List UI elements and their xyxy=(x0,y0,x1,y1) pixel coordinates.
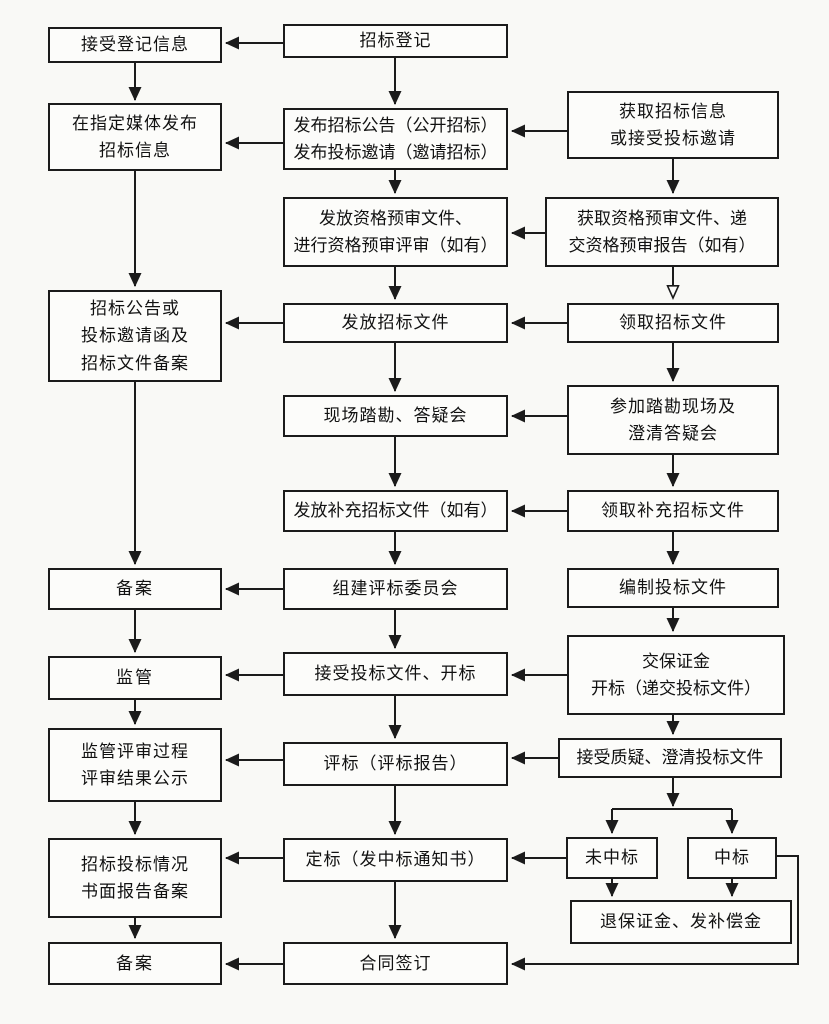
node-issue-tender-docs: 发放招标文件 xyxy=(283,303,508,343)
node-form-evaluation-committee: 组建评标委员会 xyxy=(283,568,508,610)
node-label: 交保证金 开标（递交投标文件） xyxy=(591,651,761,698)
node-label: 招标投标情况 书面报告备案 xyxy=(81,854,189,901)
node-announcement-filing: 招标公告或 投标邀请函及 招标文件备案 xyxy=(48,290,222,382)
node-obtain-prequalification: 获取资格预审文件、递 交资格预审报告（如有） xyxy=(545,197,779,267)
node-accept-bids-open: 接受投标文件、开标 xyxy=(283,652,508,696)
node-label: 在指定媒体发布 招标信息 xyxy=(72,113,198,160)
node-label: 领取补充招标文件 xyxy=(601,501,745,521)
node-award: 定标（发中标通知书） xyxy=(283,838,508,882)
node-obtain-tender-info: 获取招标信息 或接受投标邀请 xyxy=(567,91,779,159)
node-label: 接受投标文件、开标 xyxy=(314,664,477,684)
node-label: 合同签订 xyxy=(359,953,432,973)
node-issue-prequalification: 发放资格预审文件、 进行资格预审评审（如有） xyxy=(283,197,508,267)
node-tender-registration: 招标登记 xyxy=(283,24,508,58)
node-label: 编制投标文件 xyxy=(619,578,727,598)
node-site-survey-meeting: 现场踏勘、答疑会 xyxy=(283,395,508,437)
node-issue-supplementary-docs: 发放补充招标文件（如有） xyxy=(283,490,508,532)
node-label: 领取招标文件 xyxy=(619,313,727,333)
node-label: 备案 xyxy=(116,953,154,973)
node-winning: 中标 xyxy=(687,837,777,879)
node-label: 招标登记 xyxy=(359,31,432,51)
node-label: 发放资格预审文件、 进行资格预审评审（如有） xyxy=(293,208,498,255)
node-label: 接受登记信息 xyxy=(81,35,189,55)
edge-winning-to-contract xyxy=(511,855,799,971)
node-filing-2: 备案 xyxy=(48,942,222,985)
node-label: 中标 xyxy=(714,848,750,868)
node-written-report-filing: 招标投标情况 书面报告备案 xyxy=(48,838,222,918)
node-accept-registration-info: 接受登记信息 xyxy=(48,27,222,63)
node-prepare-bid-docs: 编制投标文件 xyxy=(567,568,779,608)
node-label: 组建评标委员会 xyxy=(332,579,459,599)
node-label: 参加踏勘现场及 澄清答疑会 xyxy=(610,396,736,443)
node-collect-tender-docs: 领取招标文件 xyxy=(567,303,779,343)
node-label: 退保证金、发补偿金 xyxy=(600,912,762,932)
node-label: 评标（评标报告） xyxy=(323,754,468,774)
node-label: 发布招标公告（公开招标） 发布投标邀请（邀请招标） xyxy=(293,115,498,162)
node-label: 发放招标文件 xyxy=(341,313,450,333)
node-collect-supplementary-docs: 领取补充招标文件 xyxy=(567,490,779,532)
node-label: 发放补充招标文件（如有） xyxy=(293,501,498,521)
node-filing-1: 备案 xyxy=(48,568,222,610)
node-label: 未中标 xyxy=(585,848,639,868)
node-label: 招标公告或 投标邀请函及 招标文件备案 xyxy=(81,299,189,373)
node-accept-queries: 接受质疑、澄清投标文件 xyxy=(558,738,782,778)
node-label: 获取招标信息 或接受投标邀请 xyxy=(610,101,736,148)
node-publish-announcement: 发布招标公告（公开招标） 发布投标邀请（邀请招标） xyxy=(283,108,508,170)
node-supervise-review-publicity: 监管评审过程 评审结果公示 xyxy=(48,728,222,802)
node-contract-signing: 合同签订 xyxy=(283,942,508,985)
node-evaluation: 评标（评标报告） xyxy=(283,742,508,786)
node-label: 现场踏勘、答疑会 xyxy=(323,406,468,426)
node-label: 定标（发中标通知书） xyxy=(305,850,486,870)
node-pay-deposit-bid-opening: 交保证金 开标（递交投标文件） xyxy=(567,635,785,715)
node-label: 获取资格预审文件、递 交资格预审报告（如有） xyxy=(568,208,756,255)
node-attend-site-survey: 参加踏勘现场及 澄清答疑会 xyxy=(567,385,779,455)
node-refund-deposit: 退保证金、发补偿金 xyxy=(570,900,792,944)
node-supervision: 监管 xyxy=(48,656,222,700)
node-label: 监管 xyxy=(116,668,154,688)
node-label: 备案 xyxy=(116,579,154,599)
node-publish-info-designated-media: 在指定媒体发布 招标信息 xyxy=(48,103,222,171)
node-label: 接受质疑、澄清投标文件 xyxy=(576,748,764,768)
node-label: 监管评审过程 评审结果公示 xyxy=(81,741,189,788)
node-not-winning: 未中标 xyxy=(566,837,658,879)
